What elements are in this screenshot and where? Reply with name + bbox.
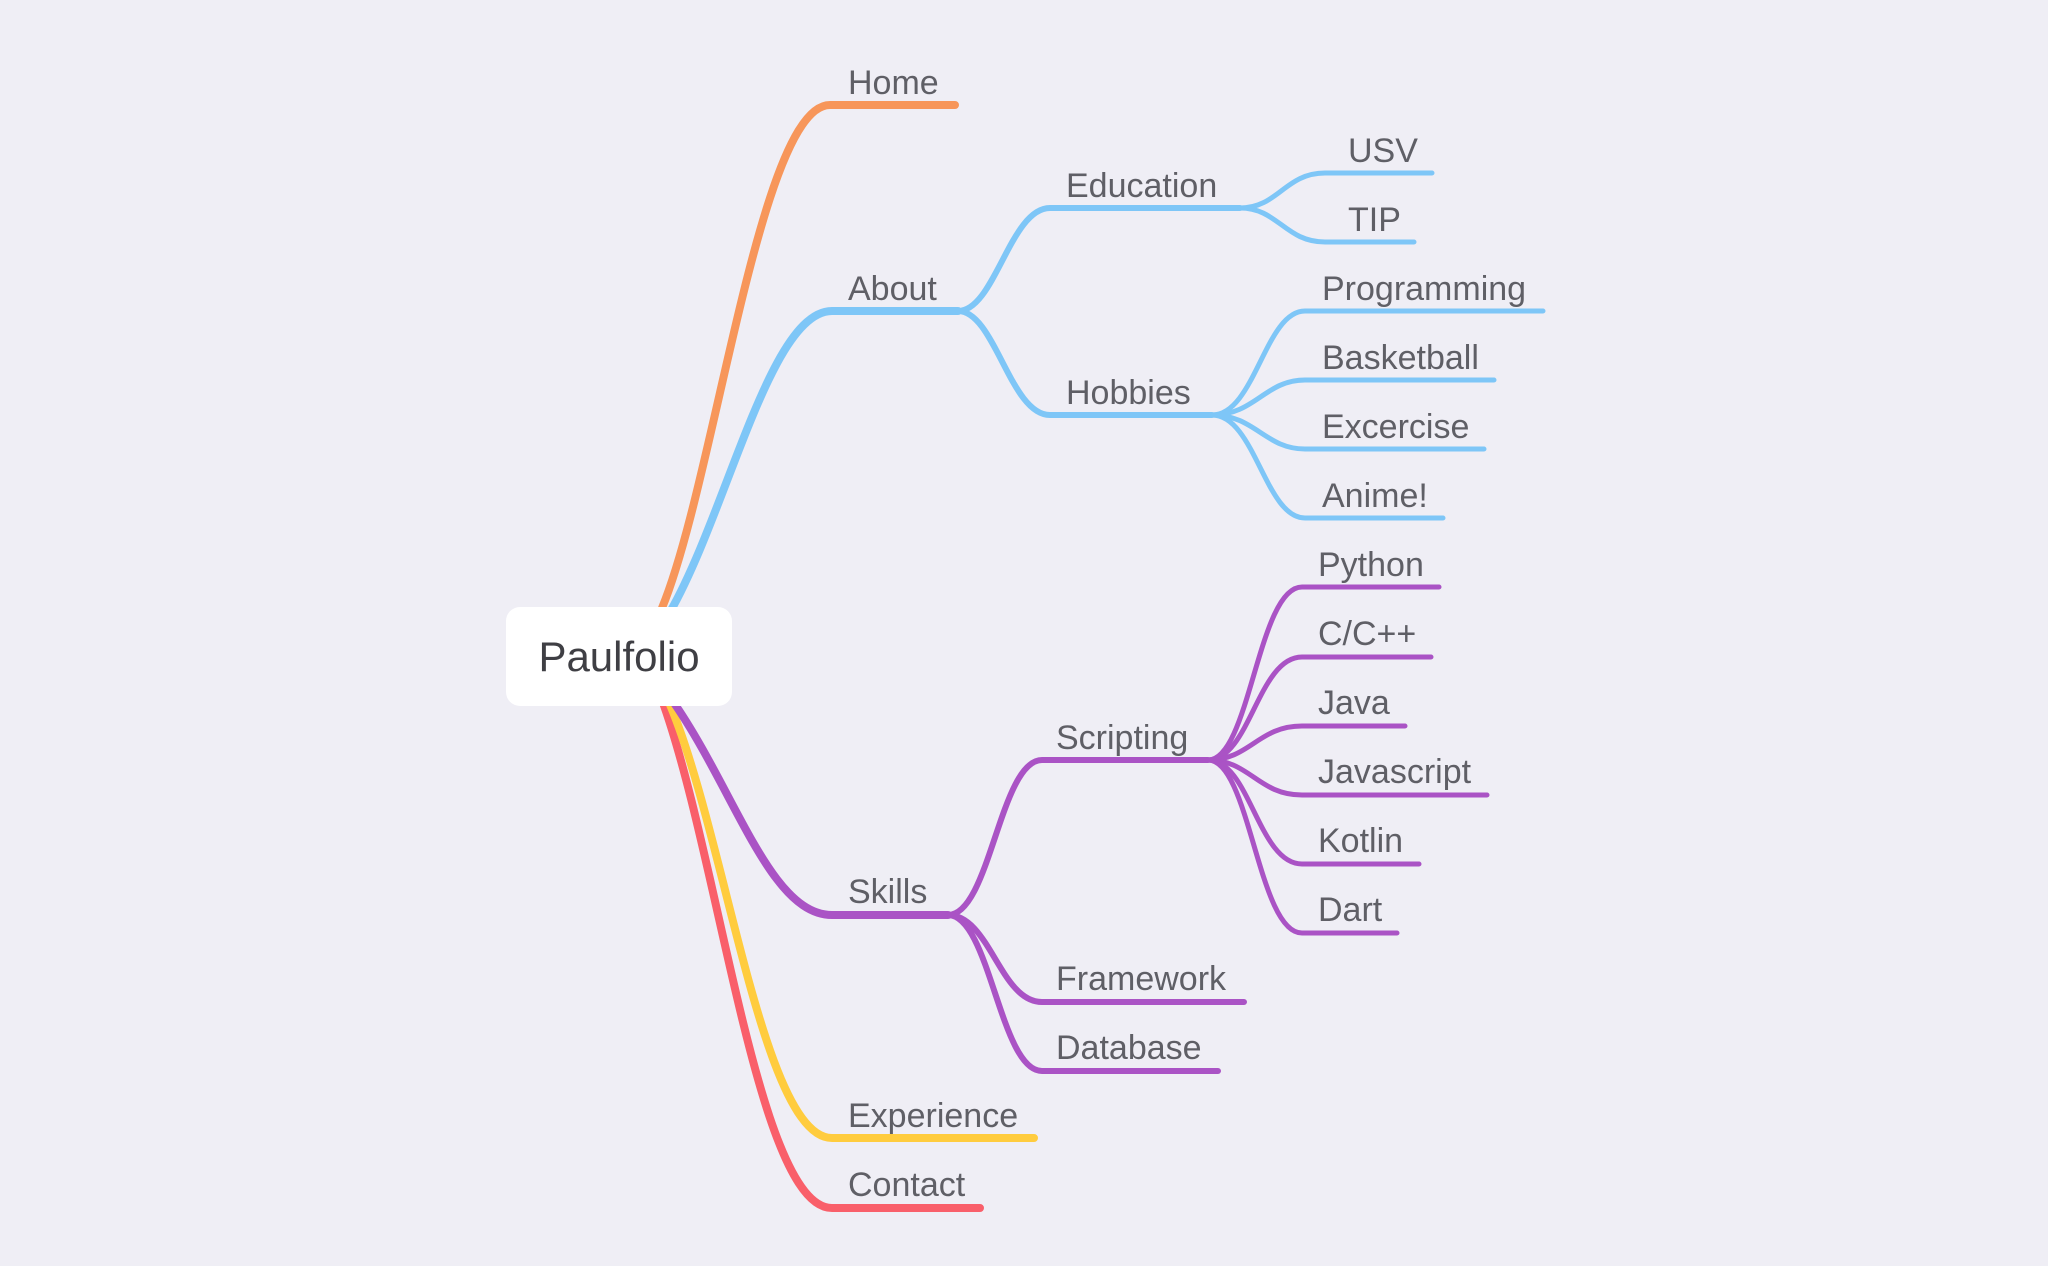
node-education[interactable]: Education — [1066, 167, 1217, 205]
node-anime[interactable]: Anime! — [1322, 477, 1428, 515]
node-dart[interactable]: Dart — [1318, 891, 1383, 929]
root-node[interactable]: Paulfolio — [506, 607, 732, 706]
node-javascript[interactable]: Javascript — [1318, 753, 1472, 791]
node-programming[interactable]: Programming — [1322, 270, 1526, 308]
root-label: Paulfolio — [538, 633, 699, 680]
branch-basketball — [1209, 377, 1497, 418]
node-hobbies[interactable]: Hobbies — [1066, 374, 1191, 412]
branch-experience — [664, 696, 1038, 1142]
node-about[interactable]: About — [848, 270, 937, 308]
node-python[interactable]: Python — [1318, 546, 1424, 584]
node-usv[interactable]: USV — [1348, 132, 1418, 170]
branch-cpp — [1205, 654, 1434, 763]
node-tip[interactable]: TIP — [1348, 201, 1401, 239]
node-framework[interactable]: Framework — [1056, 960, 1227, 998]
branch-programming — [1209, 308, 1546, 418]
node-cpp[interactable]: C/C++ — [1318, 615, 1416, 653]
branch-education — [955, 205, 1243, 314]
node-kotlin[interactable]: Kotlin — [1318, 822, 1403, 860]
branch-anime — [1209, 412, 1446, 521]
branch-hobbies — [955, 308, 1215, 418]
node-excercise[interactable]: Excercise — [1322, 408, 1469, 446]
node-home[interactable]: Home — [848, 64, 939, 102]
node-contact[interactable]: Contact — [848, 1166, 966, 1204]
branch-tip — [1237, 205, 1417, 245]
branch-dart — [1205, 757, 1400, 936]
node-basketball[interactable]: Basketball — [1322, 339, 1479, 377]
branch-scripting — [945, 757, 1211, 918]
branch-database — [945, 912, 1221, 1074]
root-node-box — [506, 607, 732, 706]
branch-java — [1205, 723, 1408, 763]
branch-python — [1205, 584, 1442, 763]
node-experience[interactable]: Experience — [848, 1097, 1018, 1135]
branch-contact — [658, 696, 984, 1212]
branch-skills — [668, 696, 952, 919]
node-skills[interactable]: Skills — [848, 873, 927, 911]
branch-home — [658, 101, 959, 612]
branch-usv — [1237, 170, 1435, 211]
node-database[interactable]: Database — [1056, 1029, 1202, 1067]
branch-about — [666, 307, 962, 616]
node-scripting[interactable]: Scripting — [1056, 719, 1188, 757]
node-java[interactable]: Java — [1318, 684, 1390, 722]
